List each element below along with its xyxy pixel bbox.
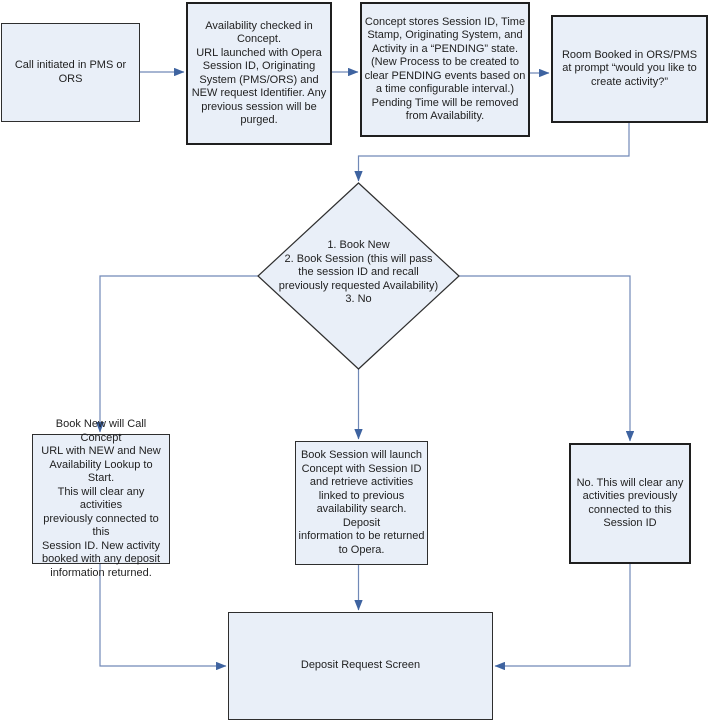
node-deposit-request-label: Deposit Request Screen (300, 659, 421, 672)
node-decision-label: 1. Book New 2. Book Session (this will p… (278, 239, 439, 305)
decision-diamond-shape (257, 182, 460, 370)
node-deposit-request: Deposit Request Screen (228, 612, 493, 720)
node-room-booked-label: Room Booked in ORS/PMS at prompt “would … (561, 48, 698, 88)
connector-no-to-deposit (494, 564, 631, 671)
node-book-new-label: Book New will Call Concept URL with NEW … (41, 418, 161, 579)
node-book-session-label: Book Session will launch Concept with Se… (298, 449, 425, 556)
node-call-initiated-label: Call initiated in PMS or ORS (14, 59, 127, 85)
node-no-clear: No. This will clear any activities previ… (569, 443, 691, 564)
node-book-new: Book New will Call Concept URL with NEW … (32, 418, 170, 579)
connector-room-to-decision (354, 123, 630, 182)
node-book-session: Book Session will launch Concept with Se… (295, 441, 428, 565)
node-concept-stores-label: Concept stores Session ID, Time Stamp, O… (364, 15, 526, 123)
connector-book-new-to-deposit (99, 564, 227, 671)
node-availability-checked: Availability checked in Concept. URL lau… (186, 2, 332, 145)
connector-decision-to-no (459, 275, 635, 442)
node-no-clear-label: No. This will clear any activities previ… (576, 476, 684, 530)
connector-decision-to-book-new (95, 275, 258, 433)
node-call-initiated: Call initiated in PMS or ORS (1, 23, 140, 122)
node-availability-checked-label: Availability checked in Concept. URL lau… (191, 19, 327, 127)
node-concept-stores: Concept stores Session ID, Time Stamp, O… (360, 2, 530, 137)
node-room-booked: Room Booked in ORS/PMS at prompt “would … (551, 15, 708, 123)
